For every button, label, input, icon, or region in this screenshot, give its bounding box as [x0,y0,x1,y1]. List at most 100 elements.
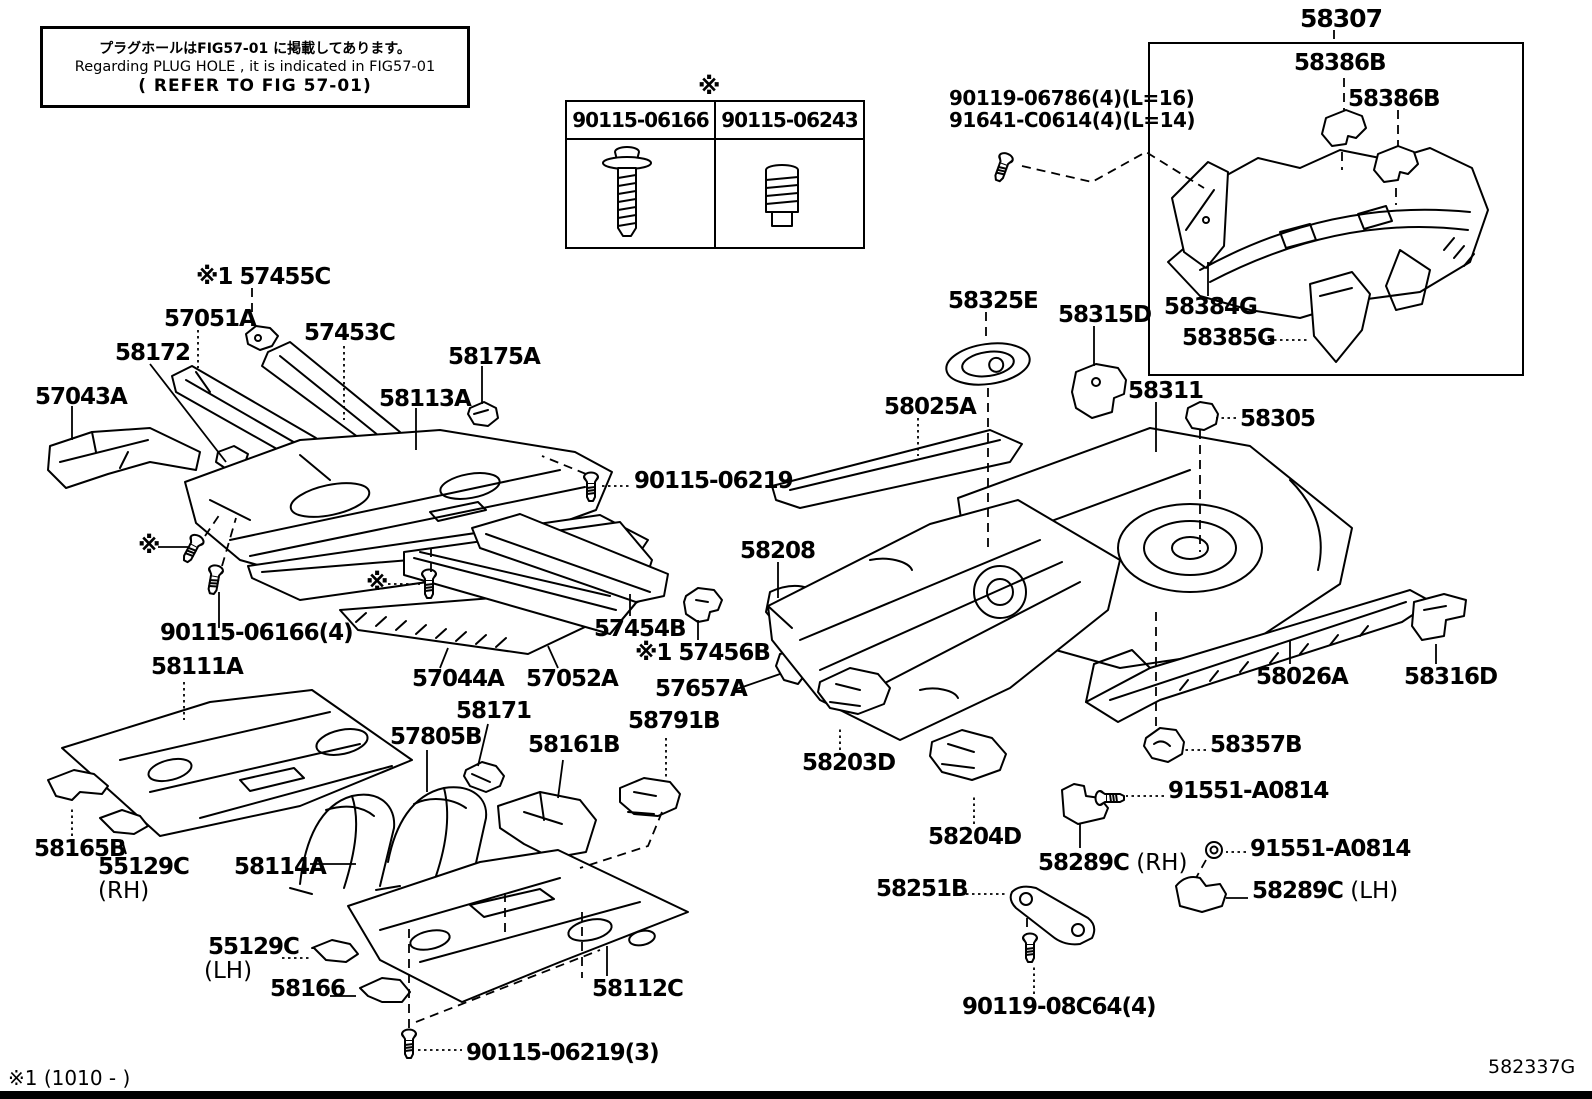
callout-58113a: 58113A [379,386,472,412]
callout-58289c-lh: 58289C (LH) [1252,880,1398,903]
callout-star-1: ※ [138,533,160,559]
fastener-cell-bolt-large [567,140,716,247]
callout-58026a: 58026A [1256,664,1349,690]
callout-57453c: 57453C [304,320,396,346]
callout-91551-a0814-1: 91551-A0814 [1168,778,1329,804]
drawing-code: 582337G [1488,1056,1576,1078]
callout-90115-06166: 90115-06166(4) [160,620,354,646]
callout-58315d: 58315D [1058,302,1152,328]
callout-58386b-1: 58386B [1294,50,1387,76]
part-57456b [683,587,723,623]
callout-55129c-rh-side: (RH) [98,878,150,904]
callout-90119-06786: 90119-06786(4)(L=16) [949,86,1195,110]
part-91551-nut [1205,841,1223,859]
callout-91641-c0614: 91641-C0614(4)(L=14) [949,108,1196,132]
part-58386b-2 [1373,145,1419,183]
part-58165b [47,769,109,801]
callout-58289c-rh: 58289C (RH) [1038,852,1187,875]
footnote-applicability: ※1 (1010 - ) [8,1066,131,1090]
callout-55129c-lh-side: (LH) [204,958,253,984]
callout-58175a: 58175A [448,344,541,370]
part-58289c-lh [1175,876,1227,913]
callout-58111a: 58111A [151,654,244,680]
callout-90119-08c64: 90119-08C64(4) [962,994,1156,1020]
part-58161b [497,791,597,859]
callout-58165b: 58165B [34,836,127,862]
fastener-col-90115-06243: 90115-06243 [721,108,858,132]
callout-58114a: 58114A [234,854,327,880]
part-58208 [767,499,1121,741]
fastener-table: 90115-06166 90115-06243 [565,100,865,249]
callout-58171: 58171 [456,698,532,724]
part-58166 [359,977,411,1003]
part-58307-panel [1167,147,1489,319]
fastener-col-90115-06166: 90115-06166 [567,102,716,138]
callout-55129c-lh: 55129C [208,934,300,960]
part-58357b [1143,727,1185,763]
part-58171 [463,761,505,793]
part-58315d [1071,363,1127,419]
callout-58208: 58208 [740,538,816,564]
callout-58203d: 58203D [802,750,896,776]
callout-57052a: 57052A [526,666,619,692]
callout-58386b-2: 58386B [1348,86,1441,112]
callout-90115-06219: 90115-06219 [634,468,794,494]
part-58325e [945,342,1031,386]
callout-58384g: 58384G [1164,294,1258,320]
callout-57044a: 57044A [412,666,505,692]
callout-58161b: 58161B [528,732,621,758]
part-58791b [619,777,681,817]
part-58175a [467,401,499,427]
callout-58289c-rh-side: (RH) [1128,850,1188,876]
part-55129c-lh [311,939,359,963]
callout-58305: 58305 [1240,406,1316,432]
callout-58289c-lh-side: (LH) [1342,878,1399,904]
callout-57043a: 57043A [35,384,128,410]
part-58112c [347,849,689,1003]
callout-58289c-rh-number: 58289C [1038,850,1130,876]
callout-58307: 58307 [1300,4,1383,33]
part-58113a [184,429,613,589]
callout-57657a: 57657A [655,676,748,702]
note-line-refer: ( REFER TO FIG 57-01) [138,76,372,96]
part-55129c-rh [99,809,149,835]
callout-58325e: 58325E [948,288,1039,314]
callout-57456b: ※1 57456B [635,640,771,666]
callout-58357b: 58357B [1210,732,1303,758]
note-line-english: Regarding PLUG HOLE , it is indicated in… [74,59,436,75]
table-asterisk-mark: ※ [698,74,720,100]
lower-back-panel-inset-box [1148,42,1524,376]
callout-58112c: 58112C [592,976,684,1002]
callout-57454b: 57454B [594,616,687,642]
callout-58316d: 58316D [1404,664,1498,690]
callout-58251b: 58251B [876,876,969,902]
callout-57805b: 57805B [390,724,483,750]
bolt-90115-06166-drawing [602,146,652,237]
part-58111a [61,689,413,837]
callout-58385g: 58385G [1182,325,1276,351]
callout-58311: 58311 [1128,378,1204,404]
bolt-90115-06243-drawing [765,164,799,227]
fastener-cell-bolt-small [716,140,863,247]
part-58384g [1171,161,1229,269]
part-58204d [929,729,1007,781]
callout-58025a: 58025A [884,394,977,420]
callout-57455c: ※1 57455C [196,264,331,290]
part-58305 [1185,401,1219,431]
callout-91551-a0814-2: 91551-A0814 [1250,836,1411,862]
callout-58172: 58172 [115,340,191,366]
note-line-japanese: プラグホールはFIG57-01 に掲載してあります。 [99,41,411,57]
callout-star-2: ※ [366,570,388,596]
plug-hole-note-box: プラグホールはFIG57-01 に掲載してあります。 Regarding PLU… [40,26,470,108]
callout-55129c-rh: 55129C [98,854,190,880]
callout-58289c-lh-number: 58289C [1252,878,1344,904]
part-58386b-1 [1321,109,1367,147]
callout-58204d: 58204D [928,824,1022,850]
callout-58791b: 58791B [628,708,721,734]
callout-57051a: 57051A [164,306,257,332]
part-58316d [1411,593,1467,641]
callout-90115-06219-3: 90115-06219(3) [466,1040,660,1066]
callout-58166: 58166 [270,976,346,1002]
